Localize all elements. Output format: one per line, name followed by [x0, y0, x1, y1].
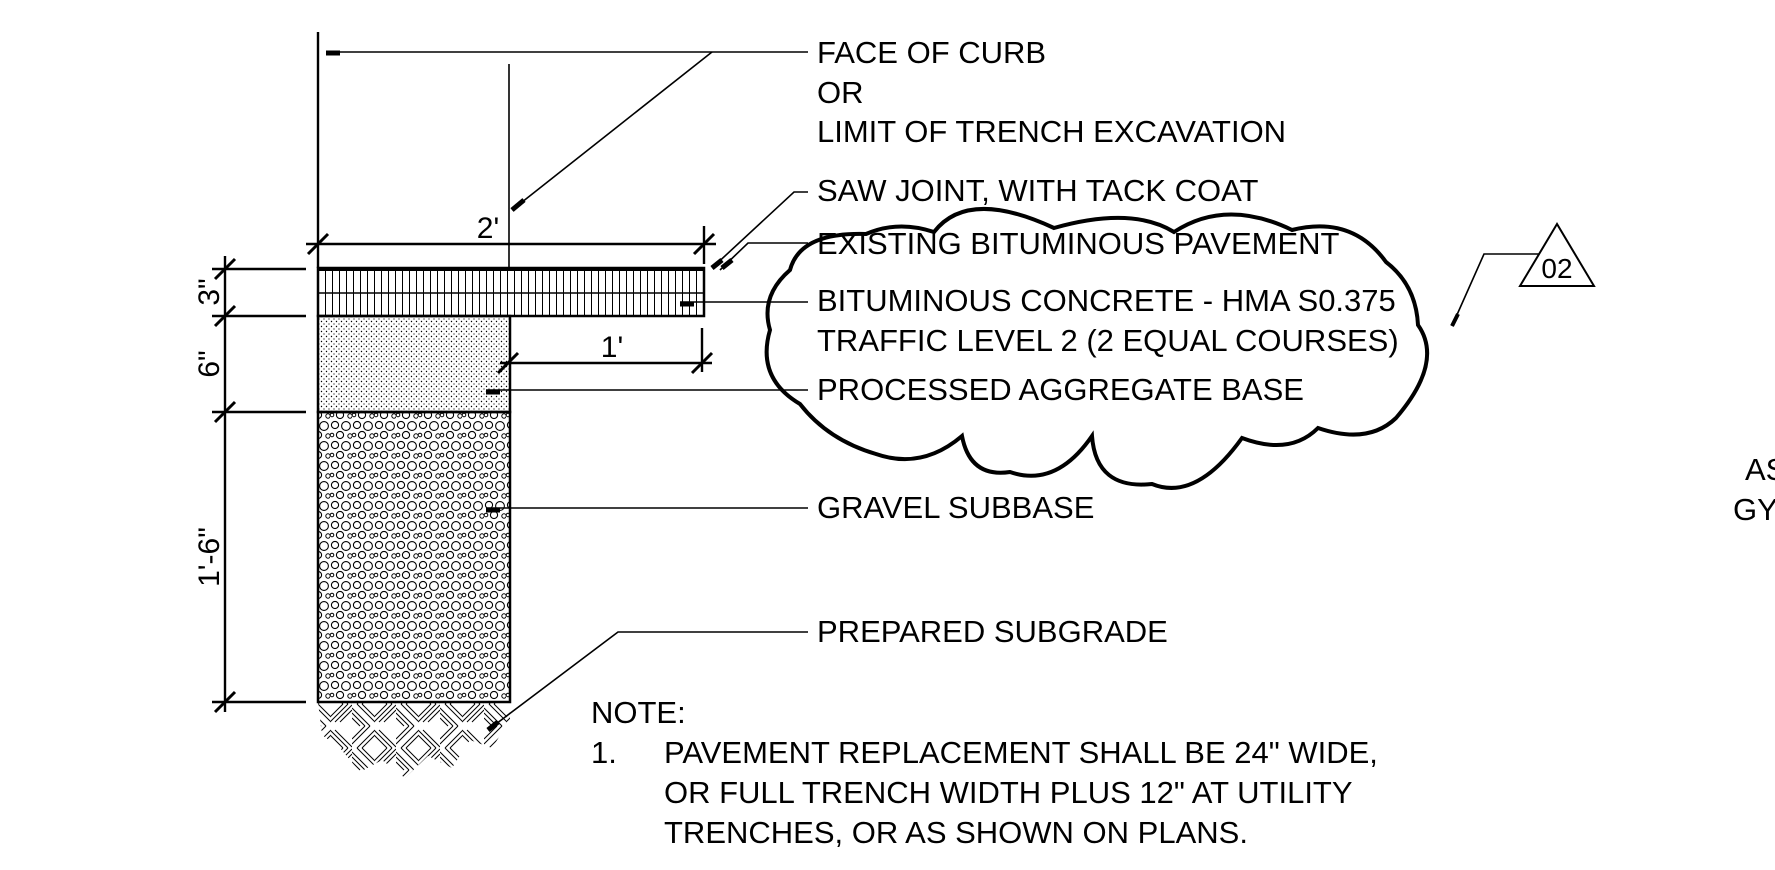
note-line-2: OR FULL TRENCH WIDTH PLUS 12" AT UTILITY [664, 775, 1353, 810]
label-saw-joint: SAW JOINT, WITH TACK COAT [817, 173, 1259, 208]
label-face-of-curb: FACE OF CURB [817, 35, 1046, 70]
note-item-number: 1. [591, 735, 617, 770]
label-prepared-subgrade: PREPARED SUBGRADE [817, 614, 1168, 649]
label-or: OR [817, 75, 864, 110]
label-existing-pavement: EXISTING BITUMINOUS PAVEMENT [817, 226, 1340, 261]
note-block: NOTE: 1. PAVEMENT REPLACEMENT SHALL BE 2… [591, 695, 1378, 850]
dim-depth-base: 6" [193, 350, 226, 377]
revision-tag-number: 02 [1541, 253, 1572, 284]
leader-lines [326, 50, 808, 732]
label-aggregate-base: PROCESSED AGGREGATE BASE [817, 372, 1304, 407]
bituminous-layer [316, 266, 706, 318]
cropped-edge-text: AS GY [1733, 452, 1775, 527]
label-limit-trench: LIMIT OF TRENCH EXCAVATION [817, 114, 1286, 149]
revision-cloud [764, 207, 1430, 490]
callout-labels: FACE OF CURB OR LIMIT OF TRENCH EXCAVATI… [817, 35, 1399, 649]
dim-depth-subbase: 1'-6" [193, 527, 226, 587]
dimension-text: 2' 1' 3" 6" 1'-6" [193, 212, 623, 587]
note-line-3: TRENCHES, OR AS SHOWN ON PLANS. [664, 815, 1248, 850]
revision-tag: 02 [1450, 222, 1596, 327]
cropped-text-2: GY [1733, 492, 1775, 527]
label-gravel-subbase: GRAVEL SUBBASE [817, 490, 1094, 525]
cropped-text-1: AS [1745, 452, 1775, 487]
subgrade-soil [318, 702, 510, 778]
label-traffic-level: TRAFFIC LEVEL 2 (2 EQUAL COURSES) [817, 323, 1399, 358]
note-heading: NOTE: [591, 695, 686, 730]
aggregate-base-layer [316, 314, 512, 414]
note-line-1: PAVEMENT REPLACEMENT SHALL BE 24" WIDE, [664, 735, 1378, 770]
dim-width-offset: 1' [601, 331, 623, 364]
label-bituminous-concrete: BITUMINOUS CONCRETE - HMA S0.375 [817, 283, 1396, 318]
dimension-lines [212, 32, 716, 714]
section-layers [316, 266, 706, 778]
revision-triangle-icon [1518, 222, 1596, 287]
dim-depth-pavement: 3" [193, 278, 226, 305]
dim-width-total: 2' [477, 212, 499, 245]
gravel-subbase-layer [316, 410, 512, 704]
